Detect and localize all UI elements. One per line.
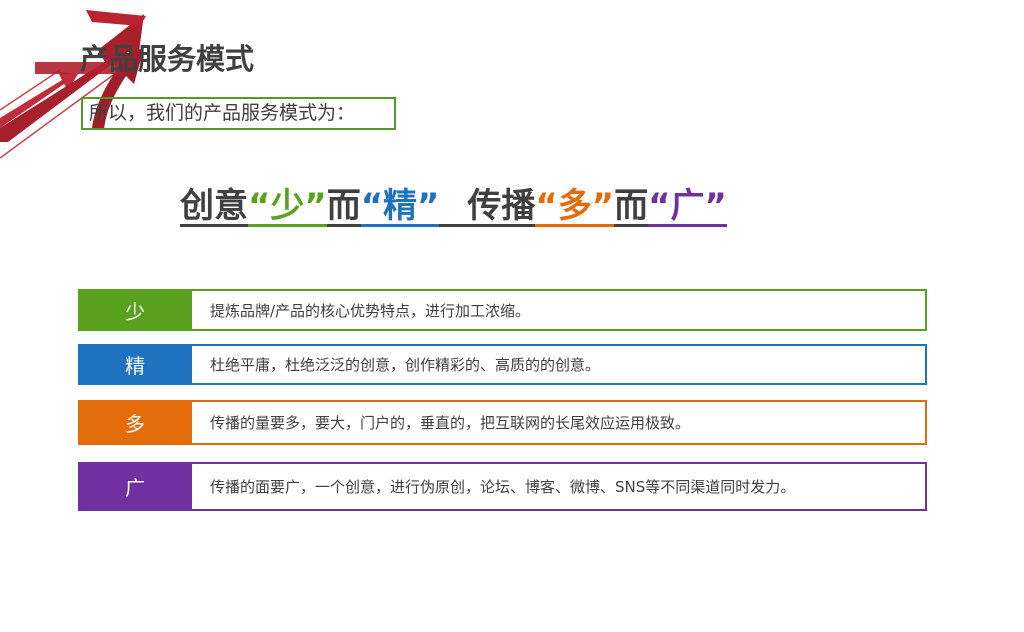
red-arrows-icon [0, 10, 146, 159]
row-text: 提炼品牌/产品的核心优势特点，进行加工浓缩。 [210, 301, 531, 320]
row-label: 广 [78, 464, 192, 509]
row-label: 少 [78, 291, 192, 329]
row-text: 传播的面要广，一个创意，进行伪原创，论坛、博客、微博、SNS等不同渠道同时发力。 [210, 478, 796, 496]
slogan-part-2: “少” [248, 186, 327, 227]
slogan-part-7: 而 [614, 186, 649, 227]
slogan-gap [439, 188, 468, 227]
row-jing: 精 杜绝平庸，杜绝泛泛的创意，创作精彩的、高质的的创意。 [78, 344, 927, 385]
row-shao: 少 提炼品牌/产品的核心优势特点，进行加工浓缩。 [78, 289, 927, 331]
intro-text: 所以，我们的产品服务模式为： [89, 102, 356, 124]
slogan: 创意“少”而“精” 传播“多”而“广” [180, 184, 824, 228]
slogan-part-8: “广” [648, 186, 727, 227]
slogan-part-3: 而 [326, 186, 361, 227]
row-label: 多 [78, 402, 192, 443]
row-duo: 多 传播的量要多，要大，门户的，垂直的，把互联网的长尾效应运用极致。 [78, 400, 927, 445]
row-text: 传播的量要多，要大，门户的，垂直的，把互联网的长尾效应运用极致。 [210, 414, 691, 432]
row-text: 杜绝平庸，杜绝泛泛的创意，创作精彩的、高质的的创意。 [210, 356, 601, 374]
slogan-part-6: “多” [535, 186, 615, 227]
row-guang: 广 传播的面要广，一个创意，进行伪原创，论坛、博客、微博、SNS等不同渠道同时发… [78, 462, 927, 511]
slogan-part-1: 创意 [180, 186, 248, 227]
intro-box: 所以，我们的产品服务模式为： [81, 97, 396, 130]
slogan-part-5: 传播 [467, 186, 536, 227]
row-label: 精 [78, 346, 192, 383]
slogan-part-4: “精” [360, 186, 440, 227]
page-title: 产品服务模式 [80, 42, 255, 76]
